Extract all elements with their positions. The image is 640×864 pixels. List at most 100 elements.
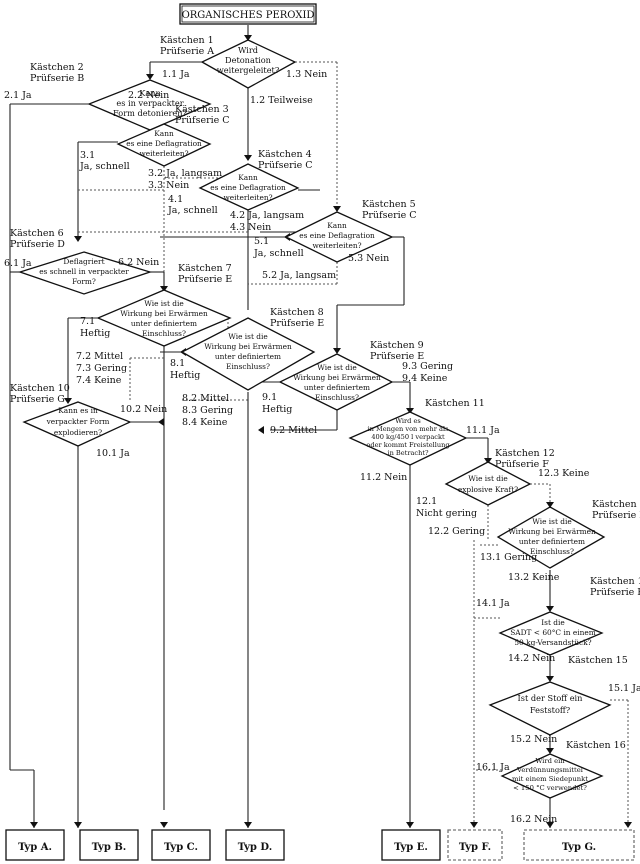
edge-label-15-1: 15.1 Ja: [608, 683, 640, 694]
edge-label-9-4: 9.4 Keine: [402, 373, 448, 384]
edge-label-4-3: 4.3 Nein: [230, 222, 271, 233]
edge-label-2-1: 2.1 Ja: [4, 90, 32, 101]
box-6-name: Kästchen 6: [10, 228, 64, 239]
box-15-name: Kästchen 15: [568, 655, 628, 666]
edge-label-12-2: 12.2 Gering: [428, 526, 485, 537]
edge-labels: 1.1 Ja 1.2 Teilweise 1.3 Nein 2.1 Ja 2.2…: [4, 69, 640, 825]
edge-label-1-3: 1.3 Nein: [286, 69, 327, 80]
box-5-series: Prüfserie C: [362, 210, 417, 221]
edge-label-5-3: 5.3 Nein: [348, 253, 389, 264]
edge-label-11-1: 11.1 Ja: [466, 425, 500, 436]
edge-label-9-2: 9.2 Mittel: [270, 425, 317, 436]
edge-label-9-1b: Heftig: [262, 404, 292, 415]
box-7-series: Prüfserie E: [178, 274, 232, 285]
box-10-name: Kästchen 10: [10, 383, 70, 394]
edge-label-5-1a: 5.1: [254, 236, 269, 247]
box-12-series: Prüfserie F: [495, 459, 549, 470]
edge-label-13-2: 13.2 Keine: [508, 572, 560, 583]
box-14-series: Prüfserie H: [590, 587, 640, 598]
box-2-series: Prüfserie B: [30, 73, 84, 84]
box-2-name: Kästchen 2: [30, 62, 84, 73]
svg-text:Typ G.: Typ G.: [562, 842, 596, 853]
edge-label-12-1a: 12.1: [416, 496, 437, 507]
edge-label-3-1b: Ja, schnell: [79, 161, 130, 172]
edge-label-4-1a: 4.1: [168, 194, 183, 205]
edge-label-8-4: 8.4 Keine: [182, 417, 228, 428]
type-box-e: Typ E.: [381, 829, 441, 861]
edge-label-14-1: 14.1 Ja: [476, 598, 510, 609]
type-box-d: Typ D.: [225, 829, 285, 861]
edge-label-7-1b: Heftig: [80, 328, 110, 339]
svg-text:Typ F.: Typ F.: [459, 842, 491, 853]
type-box-c: Typ C.: [151, 829, 211, 861]
box-5-name: Kästchen 5: [362, 199, 416, 210]
box-6-series: Prüfserie D: [10, 239, 65, 250]
edge-label-11-2: 11.2 Nein: [360, 472, 407, 483]
type-box-g: Typ G.: [523, 829, 635, 861]
edge-label-14-2: 14.2 Nein: [508, 653, 555, 664]
edge-label-8-2: 8.2 Mittel: [182, 393, 229, 404]
edge-label-16-1: 16.1 Ja: [476, 762, 510, 773]
edge-label-2-2: 2.2 Nein: [128, 90, 169, 101]
svg-text:Typ A.: Typ A.: [18, 842, 52, 853]
edge-label-4-1b: Ja, schnell: [167, 205, 218, 216]
type-box-f: Typ F.: [447, 829, 503, 861]
type-box-a: Typ A.: [5, 829, 65, 861]
box-3-name: Kästchen 3: [175, 104, 229, 115]
edge-label-7-2: 7.2 Mittel: [76, 351, 123, 362]
box-3-series: Prüfserie C: [175, 115, 230, 126]
edge-label-8-1b: Heftig: [170, 370, 200, 381]
edge-label-9-3: 9.3 Gering: [402, 361, 453, 372]
box-4-series: Prüfserie C: [258, 160, 313, 171]
box-13-series: Prüfserie E: [592, 510, 640, 521]
edge-label-13-1: 13.1 Gering: [480, 552, 537, 563]
svg-text:Typ D.: Typ D.: [238, 842, 272, 853]
edge-label-6-2: 6.2 Nein: [118, 257, 159, 268]
edge-label-1-2: 1.2 Teilweise: [250, 95, 313, 106]
edge-label-6-1: 6.1 Ja: [4, 258, 32, 269]
box-8-series: Prüfserie E: [270, 318, 324, 329]
edge-label-7-1a: 7.1: [80, 316, 95, 327]
edge-label-7-3: 7.3 Gering: [76, 363, 127, 374]
box-1-series: Prüfserie A: [160, 46, 214, 57]
box-10-series: Prüfserie G: [10, 394, 65, 405]
box-13-name: Kästchen 13: [592, 499, 640, 510]
box-14-name: Kästchen 14: [590, 576, 640, 587]
box-16-name: Kästchen 16: [566, 740, 626, 751]
edge-label-1-1: 1.1 Ja: [162, 69, 190, 80]
title-text: ORGANISCHES PEROXID: [182, 10, 315, 21]
type-box-b: Typ B.: [79, 829, 139, 861]
edge-label-15-2: 15.2 Nein: [510, 734, 557, 745]
edge-label-4-2: 4.2 Ja, langsam: [230, 210, 304, 221]
box-12-name: Kästchen 12: [495, 448, 555, 459]
box-8-name: Kästchen 8: [270, 307, 324, 318]
edge-label-3-3: 3.3 Nein: [148, 180, 189, 191]
edge-label-8-1a: 8.1: [170, 358, 185, 369]
box-7-name: Kästchen 7: [178, 263, 232, 274]
